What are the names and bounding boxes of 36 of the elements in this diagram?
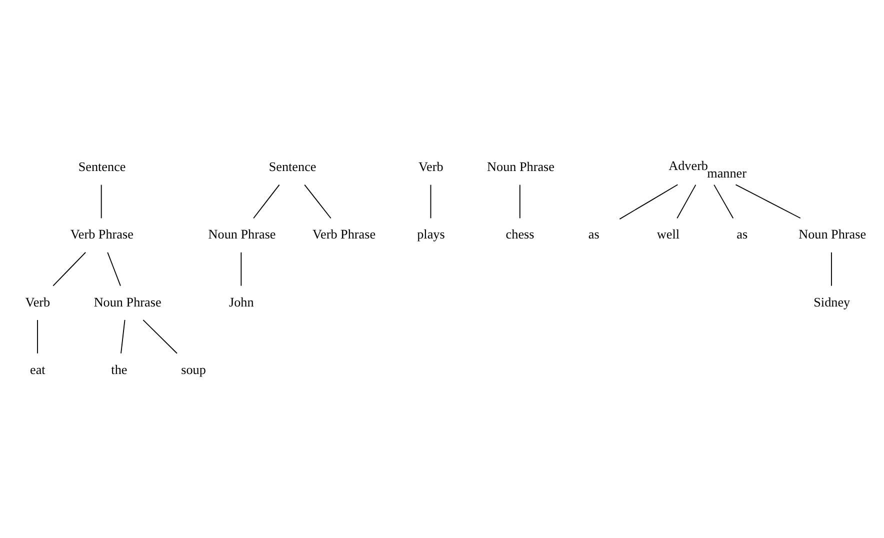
node-text: Verb Phrase [70,226,134,242]
node-text: Sentence [268,159,316,174]
connector [304,184,332,219]
node-text: as [588,226,600,242]
connector [735,184,801,219]
connector [831,252,832,286]
node-text: Verb [418,159,444,174]
node-text: eat [30,362,46,377]
node-text: Noun Phrase [798,226,866,242]
node-text: Verb Phrase [312,226,376,242]
node-text: Sentence [78,159,126,174]
node-text: the [111,362,128,377]
node-text: chess [506,226,534,242]
connector [519,184,520,219]
connector [619,184,678,220]
node-text: John [228,294,254,310]
node-text: as [736,226,748,242]
connector [37,319,38,354]
connector [253,184,280,219]
node-text: soup [181,362,206,377]
connector [100,184,102,219]
connector [240,252,242,286]
connector [120,319,126,354]
node-text: well [656,226,680,242]
node-text: Verb [25,294,50,310]
connector [714,184,734,219]
connector [676,184,696,219]
connector [142,319,178,354]
node-text: Noun Phrase [94,294,162,310]
node-text: Sidney [814,294,850,310]
connector [52,252,86,286]
node-text: plays [417,226,445,242]
connector [430,184,432,219]
node-text: Noun Phrase [487,159,554,174]
connector [107,252,121,286]
node-text: Noun Phrase [208,226,276,242]
